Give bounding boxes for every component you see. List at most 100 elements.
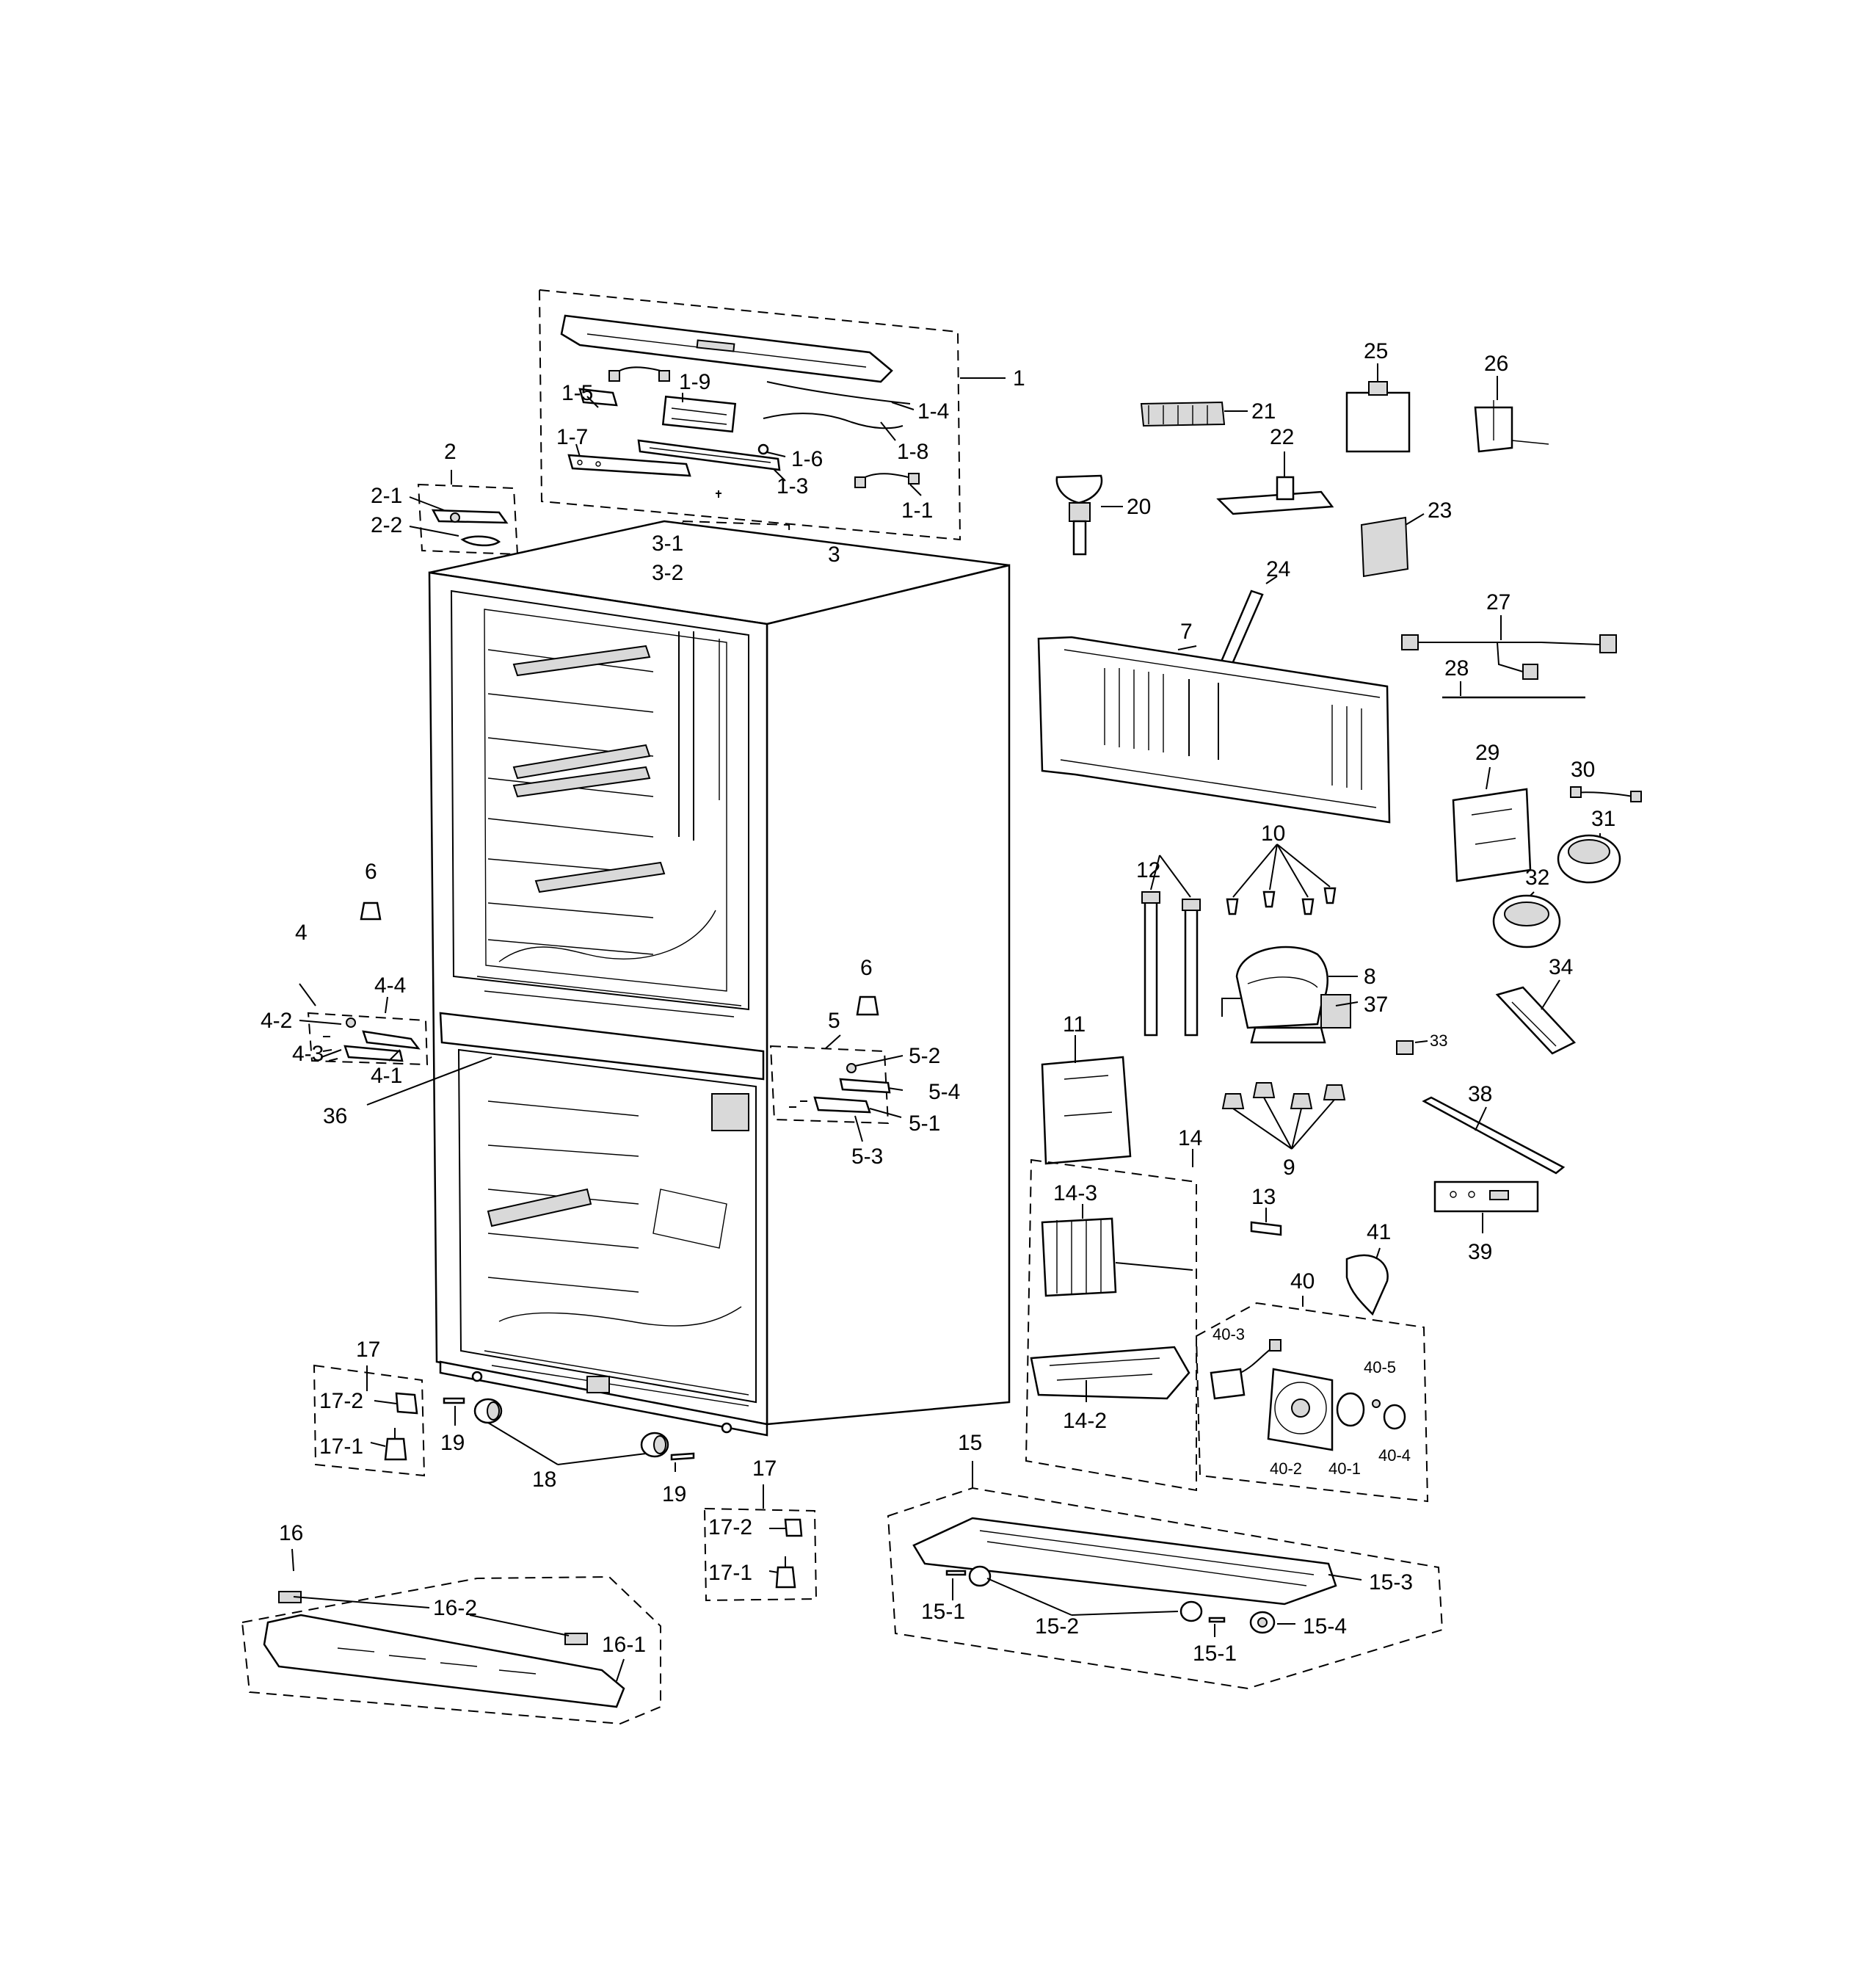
label-5-4: 5-4 — [928, 1080, 960, 1104]
label-1-9: 1-9 — [679, 370, 710, 394]
part-8-compressor — [1221, 946, 1359, 1044]
label-15-3: 15-3 — [1369, 1570, 1413, 1595]
part-32-coil — [1492, 891, 1561, 948]
part-21-filter — [1140, 401, 1248, 427]
label-30: 30 — [1571, 758, 1595, 782]
label-1-1: 1-1 — [901, 498, 933, 523]
part-39-panel — [1433, 1180, 1539, 1233]
label-4-4: 4-4 — [374, 973, 406, 998]
part-28-rod — [1442, 681, 1585, 699]
part-9-grommets — [1221, 1082, 1346, 1150]
label-2: 2 — [444, 440, 457, 464]
label-18: 18 — [532, 1468, 556, 1492]
label-19-left: 19 — [440, 1431, 465, 1455]
label-34: 34 — [1549, 955, 1573, 979]
label-20: 20 — [1127, 495, 1151, 519]
label-5-3: 5-3 — [851, 1144, 883, 1169]
label-5: 5 — [828, 1009, 840, 1033]
part-27-harness — [1401, 615, 1617, 680]
part-26-bracket — [1474, 376, 1549, 453]
label-14-3: 14-3 — [1053, 1181, 1097, 1205]
part-30-harness — [1570, 786, 1642, 802]
part-33-clip — [1396, 1040, 1428, 1055]
part-38-strip — [1422, 1096, 1566, 1175]
label-15: 15 — [958, 1431, 982, 1455]
label-40-3: 40-3 — [1213, 1325, 1245, 1343]
label-31: 31 — [1591, 807, 1615, 831]
part-10-screws — [1226, 844, 1337, 915]
bushing-6-left — [360, 902, 382, 921]
label-21: 21 — [1251, 399, 1276, 424]
label-17-2-left: 17-2 — [319, 1389, 363, 1413]
leader-36 — [366, 1056, 492, 1106]
callout-labels: 1 1-1 1-3 1-4 1-5 1-6 1-7 1-8 1-9 2 2-1 … — [261, 339, 1615, 1666]
part-41-fan-blade — [1345, 1247, 1389, 1316]
label-40-4: 40-4 — [1378, 1446, 1411, 1465]
label-6-right: 6 — [860, 956, 873, 980]
label-24: 24 — [1266, 557, 1290, 581]
part-22-bracket — [1216, 451, 1334, 515]
label-15-4: 15-4 — [1303, 1614, 1347, 1639]
label-9: 9 — [1283, 1156, 1295, 1180]
label-1-5: 1-5 — [561, 381, 593, 405]
label-3-2: 3-2 — [652, 561, 683, 585]
label-27: 27 — [1486, 590, 1510, 614]
label-17-2-right: 17-2 — [708, 1515, 752, 1539]
label-33: 33 — [1430, 1031, 1447, 1050]
label-17-1-right: 17-1 — [708, 1561, 752, 1585]
label-15-1-right: 15-1 — [1193, 1641, 1237, 1666]
label-15-1-left: 15-1 — [921, 1600, 965, 1624]
label-3-1: 3-1 — [652, 532, 683, 556]
label-29: 29 — [1475, 741, 1499, 765]
part-11-bracket — [1041, 1035, 1132, 1165]
label-4-2: 4-2 — [261, 1009, 292, 1033]
part-13 — [1250, 1208, 1282, 1236]
label-28: 28 — [1444, 656, 1469, 681]
label-2-1: 2-1 — [371, 484, 402, 508]
label-4: 4 — [295, 921, 308, 945]
label-8: 8 — [1364, 965, 1376, 989]
label-16-1: 16-1 — [602, 1633, 646, 1657]
part-34-bracket — [1495, 979, 1577, 1055]
label-40-2: 40-2 — [1270, 1459, 1302, 1478]
label-32: 32 — [1525, 866, 1549, 890]
refrigerator-cabinet — [428, 520, 1011, 1437]
label-19-right: 19 — [662, 1482, 686, 1506]
label-2-2: 2-2 — [371, 513, 402, 537]
label-16-2: 16-2 — [433, 1596, 477, 1620]
label-41: 41 — [1367, 1220, 1391, 1244]
label-1: 1 — [1013, 366, 1025, 391]
label-17-right: 17 — [752, 1456, 777, 1481]
group-4-hinge — [299, 983, 429, 1066]
group-17-left-leg — [313, 1364, 695, 1477]
group-40-fan-motor — [1195, 1296, 1429, 1503]
group-16-base-grille — [241, 1548, 661, 1725]
label-14: 14 — [1178, 1126, 1202, 1150]
label-25: 25 — [1364, 339, 1388, 363]
label-1-4: 1-4 — [917, 399, 949, 424]
label-17-left: 17 — [356, 1338, 380, 1362]
group-15-bottom-pan — [887, 1461, 1444, 1690]
label-1-7: 1-7 — [556, 425, 588, 449]
label-1-3: 1-3 — [777, 474, 808, 498]
label-37: 37 — [1364, 993, 1388, 1017]
group-5-hinge — [769, 1034, 904, 1142]
part-31-coil — [1557, 833, 1621, 884]
part-20-knob — [1055, 474, 1123, 556]
label-40-5: 40-5 — [1364, 1358, 1396, 1376]
label-23: 23 — [1428, 498, 1452, 523]
label-6-left: 6 — [365, 860, 377, 884]
label-16: 16 — [279, 1521, 303, 1545]
label-1-8: 1-8 — [897, 440, 928, 464]
label-10: 10 — [1261, 821, 1285, 846]
label-4-3: 4-3 — [292, 1042, 324, 1066]
label-1-6: 1-6 — [791, 447, 823, 471]
group-2-hinge — [409, 470, 519, 556]
part-7-rear-cover — [1037, 636, 1391, 824]
label-12: 12 — [1136, 858, 1160, 882]
group-1-top-cover-assembly — [538, 289, 1006, 541]
label-13: 13 — [1251, 1185, 1276, 1209]
label-7: 7 — [1180, 620, 1193, 644]
label-26: 26 — [1484, 352, 1508, 376]
